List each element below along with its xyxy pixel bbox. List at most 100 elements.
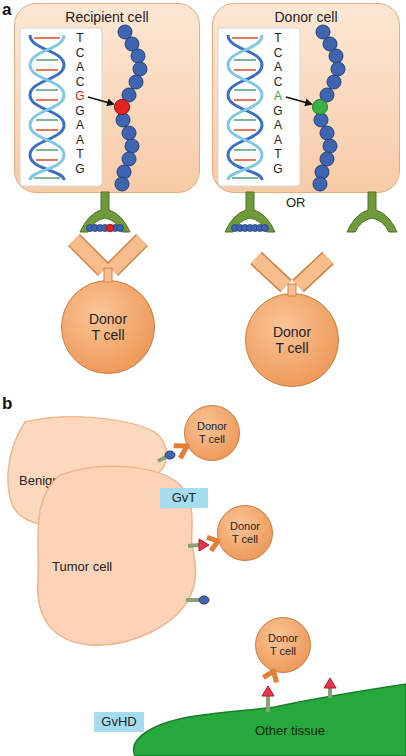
t-cell-receptor: [104, 268, 112, 282]
dna-rungs: [232, 177, 258, 179]
tumor-antigen: [186, 598, 199, 602]
t-cell: Donor T cell: [245, 293, 339, 387]
peptide-bead: [313, 177, 327, 191]
benign-antigen: [158, 457, 166, 461]
t-cell-receptor: [174, 446, 187, 458]
peptide-bead: [133, 62, 147, 76]
mhc-molecule: [225, 192, 275, 232]
peptide-bead: [313, 25, 345, 191]
node-text: Donor T cell: [227, 520, 263, 545]
peptide-bead: [327, 75, 341, 89]
t-cell-receptor: [288, 284, 296, 296]
peptide-bead: [116, 113, 130, 127]
dna-rungs: [234, 149, 256, 151]
t-cell-receptor: [112, 240, 142, 270]
tissue-antigen: [262, 686, 274, 696]
node-text: GvT: [172, 491, 197, 506]
dna-rungs: [234, 69, 256, 71]
dna-base: T: [272, 148, 284, 162]
pointer-arrow: [286, 97, 311, 104]
peptide-bead: [331, 62, 345, 76]
benign-antigen: [165, 451, 175, 459]
mhc-molecule: [347, 192, 397, 232]
dna-rungs: [234, 159, 256, 161]
tissue-antigen: [324, 678, 336, 688]
dna-base: A: [272, 61, 284, 75]
node-text: Donor cell: [213, 9, 399, 25]
node-text: Tumor cell: [52, 560, 112, 575]
mhc-molecule: [80, 192, 130, 232]
t-cell-receptor: [112, 240, 142, 270]
tumor-antigen: [188, 545, 199, 546]
node-text: Donor T cell: [265, 632, 301, 657]
dna-base: A: [74, 134, 86, 148]
panel-letter: b: [2, 394, 12, 414]
dna-base: G: [74, 90, 86, 104]
tissue-antigen: [328, 688, 332, 698]
dna-inset: [20, 25, 147, 191]
mhc-molecule: [106, 224, 114, 232]
dna-rungs: [234, 89, 256, 91]
t-cell: Donor T cell: [255, 617, 311, 673]
dna-base: A: [74, 119, 86, 133]
tumor-cell-shape: [38, 466, 196, 645]
t-cell-receptor: [256, 258, 328, 296]
tissue-cell-shape: [134, 684, 406, 756]
dna-rungs: [232, 37, 258, 39]
effect-tag: GvHD: [94, 712, 144, 732]
peptide-bead: [122, 152, 136, 166]
node-text: Donor T cell: [269, 324, 315, 356]
dna-rungs: [36, 159, 58, 161]
tissue-antigen: [262, 678, 336, 712]
dna-rungs: [234, 129, 256, 131]
dna-base: G: [272, 163, 284, 177]
peptide-bead: [125, 139, 139, 153]
variant-bead: [115, 100, 130, 115]
dna-rungs: [234, 119, 256, 121]
t-cell-receptor: [74, 240, 104, 270]
dna-rungs: [34, 177, 60, 179]
effect-tag: GvT: [160, 488, 208, 508]
mhc-molecule: [87, 225, 124, 232]
dna-base: A: [272, 134, 284, 148]
tumor-antigen: [188, 539, 209, 551]
t-cell: Donor T cell: [217, 505, 273, 561]
peptide-bead: [131, 49, 145, 63]
t-cell-receptor: [74, 240, 142, 282]
dna-base: G: [272, 105, 284, 119]
dna-base: T: [74, 32, 86, 46]
dna-base: A: [74, 61, 86, 75]
dna-base: A: [272, 90, 284, 104]
peptide-bead: [129, 75, 143, 89]
tumor-antigen: [199, 539, 209, 551]
peptide-bead: [320, 152, 334, 166]
node-text: Donor T cell: [85, 311, 131, 343]
dna-rungs: [232, 38, 258, 178]
t-cell-receptor: [74, 240, 104, 270]
node-text: Other tissue: [255, 724, 325, 739]
dna-rungs: [234, 99, 256, 101]
t-cell-receptor: [298, 258, 328, 286]
tumor-antigen: [199, 596, 209, 604]
mhc-molecule: [347, 192, 397, 232]
dna-inset: [228, 35, 262, 180]
t-cell-receptor: [256, 258, 286, 286]
node-text: Donor T cell: [194, 420, 230, 445]
node-text: Recipient cell: [15, 9, 199, 25]
dna-rungs: [36, 89, 58, 91]
dna-rungs: [36, 119, 58, 121]
dna-rungs: [34, 37, 60, 39]
dna-base: G: [74, 163, 86, 177]
dna-rungs: [36, 59, 58, 61]
dna-inset: [20, 28, 102, 186]
mhc-molecule: [117, 225, 124, 232]
t-cell-receptor: [207, 537, 218, 550]
node-text: GvHD: [101, 715, 136, 730]
dna-inset: [228, 35, 262, 180]
peptide-bead: [323, 139, 337, 153]
peptide-bead: [115, 177, 129, 191]
or-label: OR: [286, 196, 306, 211]
t-cell: Donor T cell: [184, 405, 240, 461]
